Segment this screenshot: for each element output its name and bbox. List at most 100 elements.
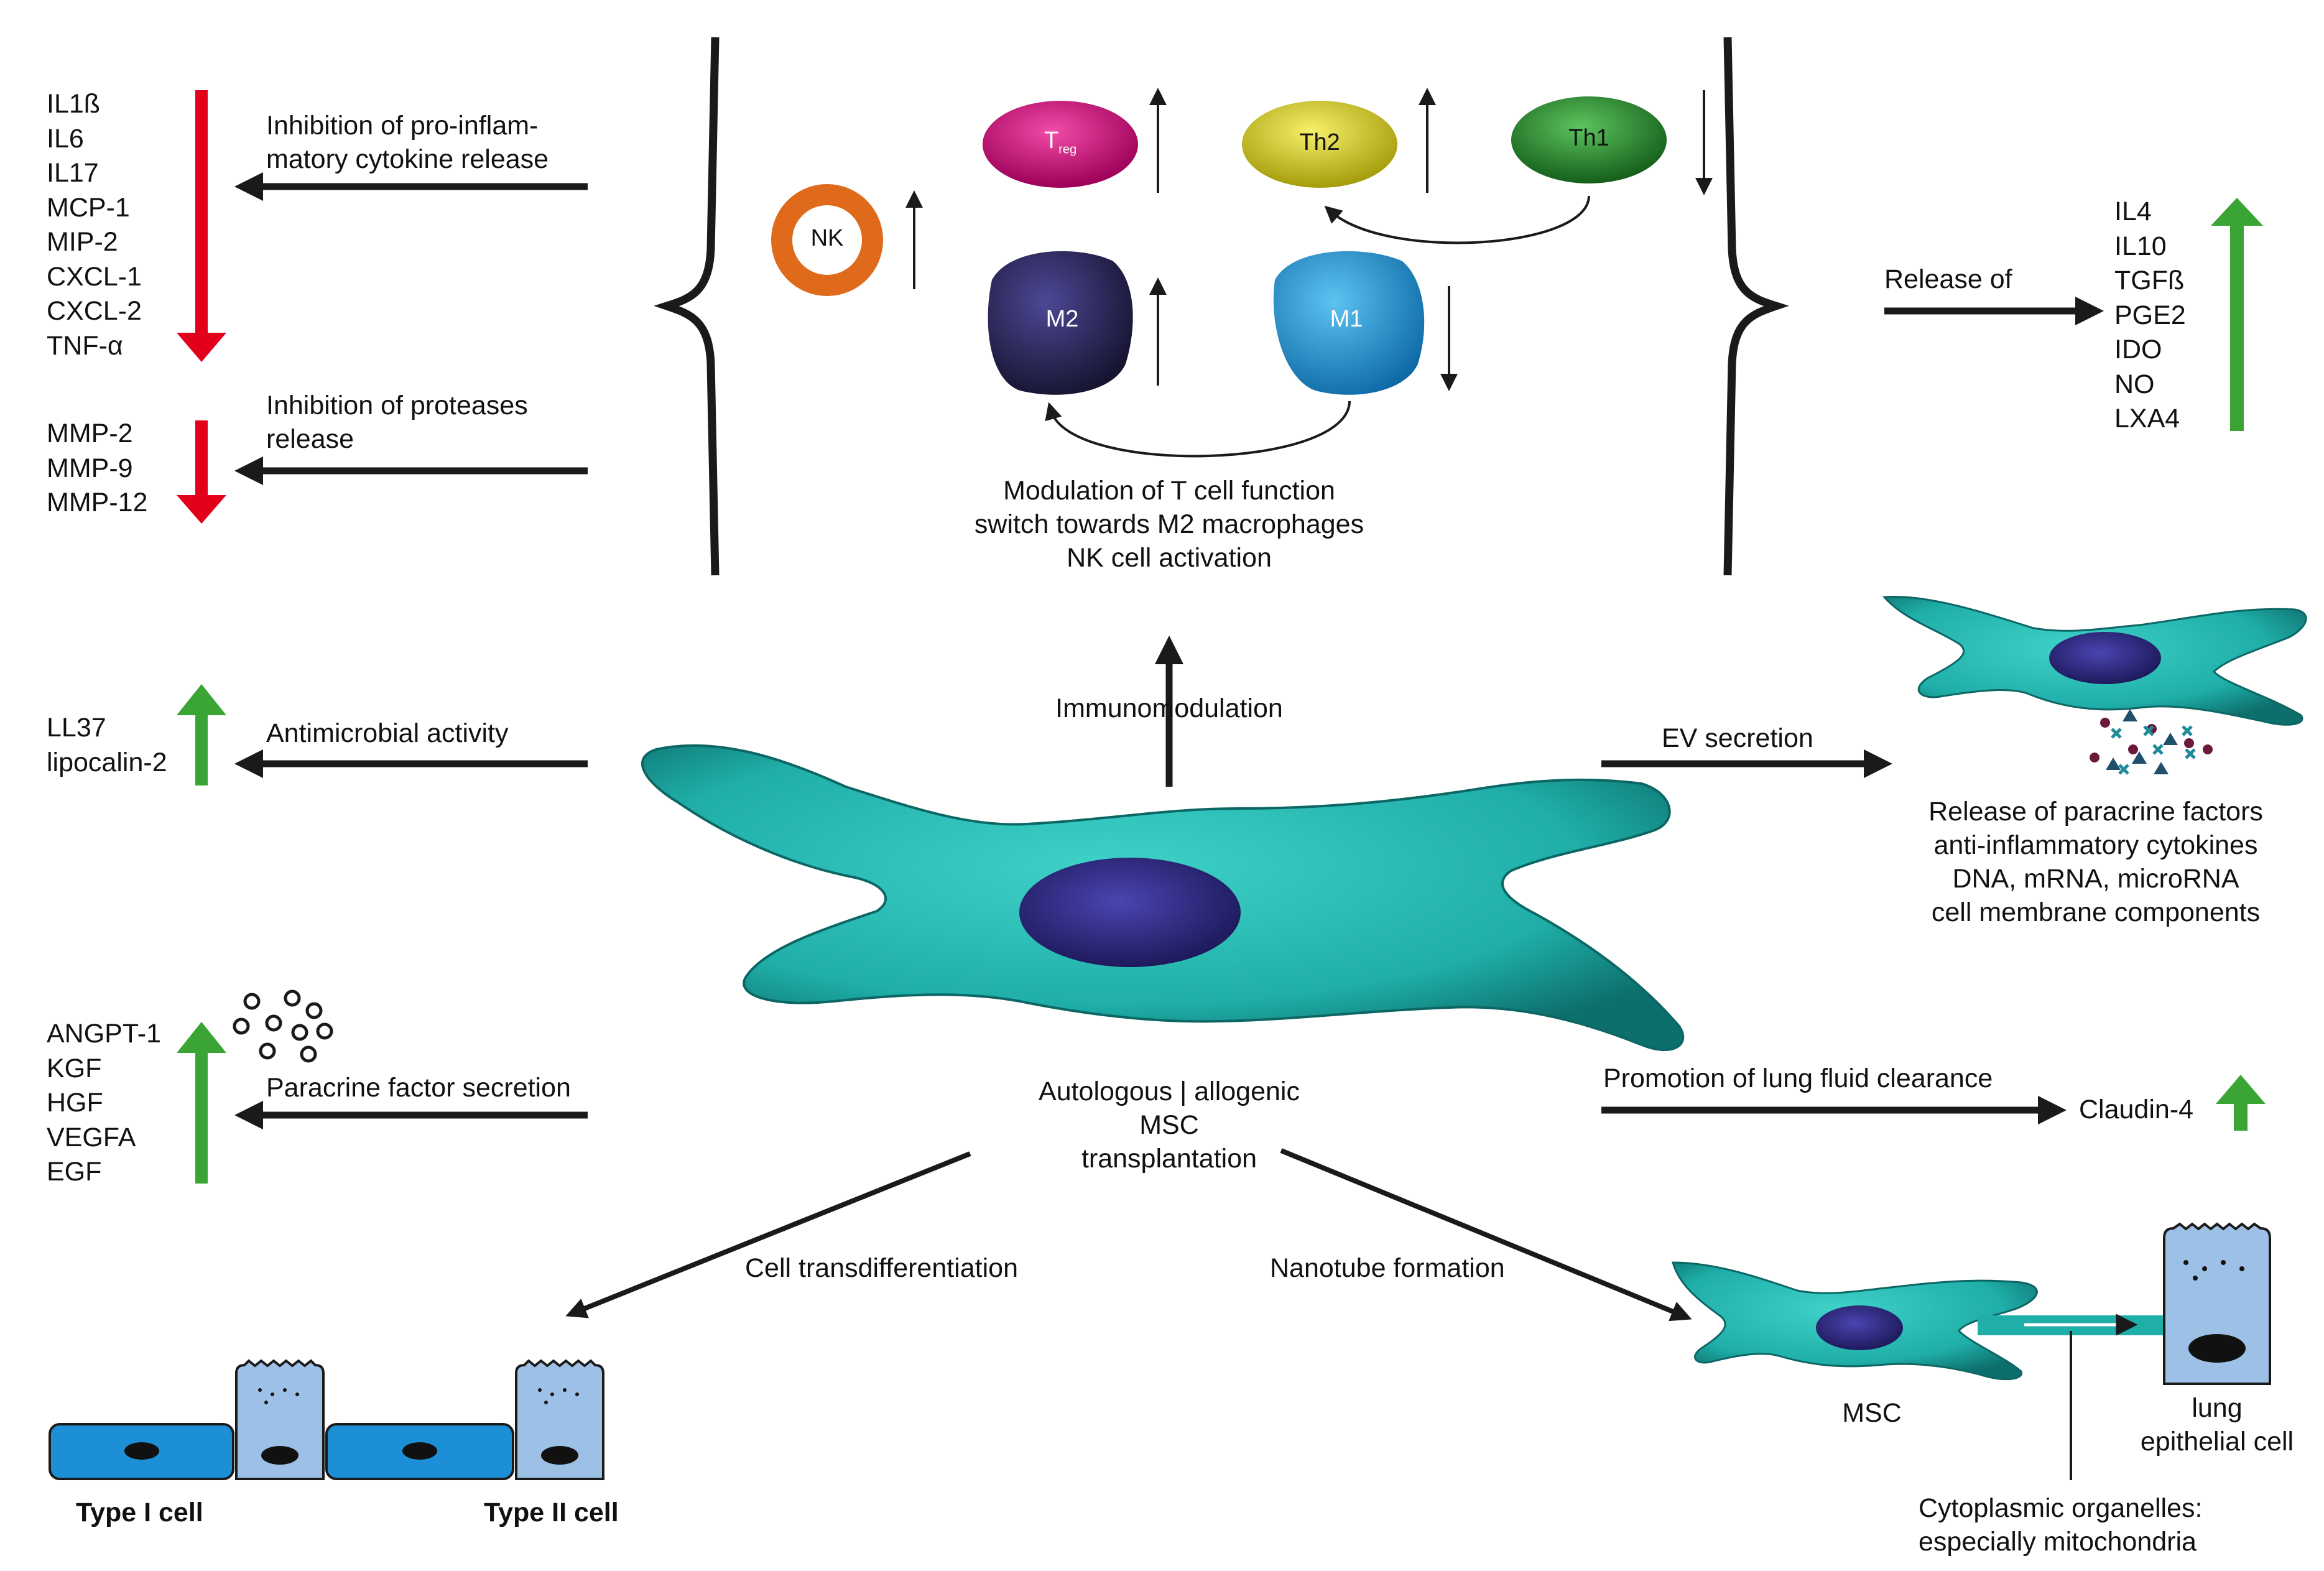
release-label: Release of	[1884, 264, 2012, 294]
th1-label: Th1	[1568, 125, 1609, 151]
msc-nucleus	[1019, 858, 1241, 967]
list-item: CXCL-2	[47, 296, 142, 326]
list-item: MIP-2	[47, 227, 118, 257]
nk-label: NK	[810, 225, 844, 251]
antimicrobial-label: Antimicrobial activity	[266, 718, 509, 748]
lung-epithelial-label: lung epithelial cell	[2127, 1391, 2307, 1458]
list-item: MCP-1	[47, 192, 130, 223]
caption-line-2: switch towards M2 macrophages	[974, 509, 1364, 539]
ev-caption-line-2: anti-inflammatory cytokines	[1933, 830, 2258, 860]
treg-cell	[983, 101, 1138, 188]
th1-to-th2-curve	[1324, 195, 1590, 244]
lung-line-2: epithelial cell	[2140, 1427, 2294, 1457]
list-item: CXCL-1	[47, 261, 142, 292]
list-item: KGF	[47, 1053, 102, 1083]
m1-macrophage	[1273, 251, 1425, 395]
center-line-2: MSC	[1139, 1110, 1199, 1140]
left-brace	[654, 37, 720, 576]
treg-label: Treg	[1044, 127, 1077, 157]
th2-label: Th2	[1299, 129, 1340, 155]
release-increase-arrow	[2211, 198, 2263, 431]
cytokine-list: IL1ß IL6 IL17 MCP-1 MIP-2 CXCL-1 CXCL-2 …	[47, 87, 142, 363]
list-item: EGF	[47, 1157, 102, 1187]
ev-caption: Release of paracrine factors anti-inflam…	[1878, 795, 2313, 929]
type2-cell-label: Type II cell	[484, 1498, 619, 1527]
cytokine-inhibition-label: Inhibition of pro-inflam- matory cytokin…	[266, 109, 549, 176]
list-item: VEGFA	[47, 1122, 136, 1152]
nanotube-arrow	[1280, 1148, 1692, 1322]
caption-line-3: NK cell activation	[1067, 543, 1272, 573]
list-item: TNF-α	[47, 330, 123, 361]
m1-label: M1	[1330, 306, 1363, 332]
fluid-clearance-label: Promotion of lung fluid clearance	[1603, 1064, 1993, 1093]
ev-caption-line-4: cell membrane components	[1931, 897, 2261, 927]
claudin-increase-arrow	[2216, 1075, 2266, 1131]
m1-to-m2-curve	[1045, 401, 1351, 458]
list-item: TGFß	[2114, 266, 2185, 295]
antimicrobial-list: LL37 lipocalin-2	[47, 711, 167, 780]
list-item: NO	[2114, 369, 2155, 399]
list-item: LL37	[47, 713, 106, 743]
type2-cell-a	[235, 1359, 325, 1480]
list-item: HGF	[47, 1088, 103, 1118]
ev-caption-line-1: Release of paracrine factors	[1928, 797, 2263, 827]
list-item: IL6	[47, 123, 84, 154]
list-item: MMP-9	[47, 453, 133, 483]
list-item: IL10	[2114, 231, 2167, 261]
paracrine-list: ANGPT-1 KGF HGF VEGFA EGF	[47, 1017, 161, 1190]
th1-cell	[1511, 96, 1667, 183]
organelles-line-2: especially mitochondria	[1919, 1527, 2197, 1557]
ev-msc-nucleus	[2049, 632, 2161, 684]
list-item: IL4	[2114, 197, 2152, 226]
protease-inhibition-line-2: release	[266, 424, 354, 454]
list-item: IDO	[2114, 335, 2162, 364]
protease-inhibition-line-1: Inhibition of proteases	[266, 391, 528, 420]
extracellular-vesicles	[2090, 709, 2213, 775]
list-item: PGE2	[2114, 300, 2186, 330]
protease-decrease-arrow	[177, 420, 226, 524]
type2-cell-b	[515, 1359, 604, 1480]
cytokine-inhibition-line-1: Inhibition of pro-inflam-	[266, 111, 539, 141]
lung-line-1: lung	[2192, 1393, 2243, 1423]
organelles-line-1: Cytoplasmic organelles:	[1919, 1493, 2203, 1523]
protease-inhibition-label: Inhibition of proteases release	[266, 389, 528, 456]
cytokine-inhibition-line-2: matory cytokine release	[266, 144, 549, 174]
list-item: LXA4	[2114, 404, 2180, 433]
protease-list: MMP-2 MMP-9 MMP-12	[47, 417, 147, 521]
list-item: IL1ß	[47, 89, 101, 119]
nanotube-msc-nucleus	[1816, 1305, 1903, 1350]
antimicrobial-increase-arrow	[177, 684, 226, 786]
center-line-1: Autologous | allogenic	[1039, 1077, 1300, 1106]
alveolar-epithelium	[49, 1359, 604, 1480]
paracrine-increase-arrow	[177, 1022, 226, 1184]
claudin-label: Claudin-4	[2079, 1095, 2194, 1124]
list-item: MMP-12	[47, 488, 148, 517]
organelles-label: Cytoplasmic organelles: especially mitoc…	[1919, 1491, 2202, 1559]
right-brace	[1723, 37, 1789, 576]
list-item: IL17	[47, 158, 99, 188]
immunomodulation-label: Immunomodulation	[1055, 693, 1283, 723]
list-item: MMP-2	[47, 419, 133, 448]
nanotube-label: Nanotube formation	[1270, 1253, 1505, 1283]
transdifferentiation-label: Cell transdifferentiation	[745, 1253, 1019, 1283]
release-list: IL4 IL10 TGFß PGE2 IDO NO LXA4	[2114, 195, 2186, 437]
ev-secretion-label: EV secretion	[1662, 723, 1813, 753]
msc-label: MSC	[1842, 1398, 1902, 1428]
cytokine-decrease-arrow	[177, 90, 226, 362]
list-item: lipocalin-2	[47, 747, 167, 777]
caption-line-1: Modulation of T cell function	[1003, 476, 1335, 506]
type1-cell-label: Type I cell	[76, 1498, 203, 1527]
list-item: ANGPT-1	[47, 1019, 161, 1049]
m2-label: M2	[1045, 306, 1079, 332]
m2-macrophage	[988, 251, 1133, 395]
treg-subscript: reg	[1058, 142, 1077, 157]
ev-caption-line-3: DNA, mRNA, microRNA	[1952, 864, 2239, 894]
th2-cell	[1242, 101, 1397, 188]
paracrine-vesicles	[233, 989, 333, 1063]
immunomodulation-caption: Modulation of T cell function switch tow…	[920, 474, 1418, 575]
paracrine-label: Paracrine factor secretion	[266, 1073, 571, 1103]
transdifferentiation-arrow	[565, 1151, 971, 1318]
center-line-3: transplantation	[1081, 1144, 1257, 1174]
msc-transplantation-caption: Autologous | allogenic MSC transplantati…	[970, 1075, 1368, 1175]
